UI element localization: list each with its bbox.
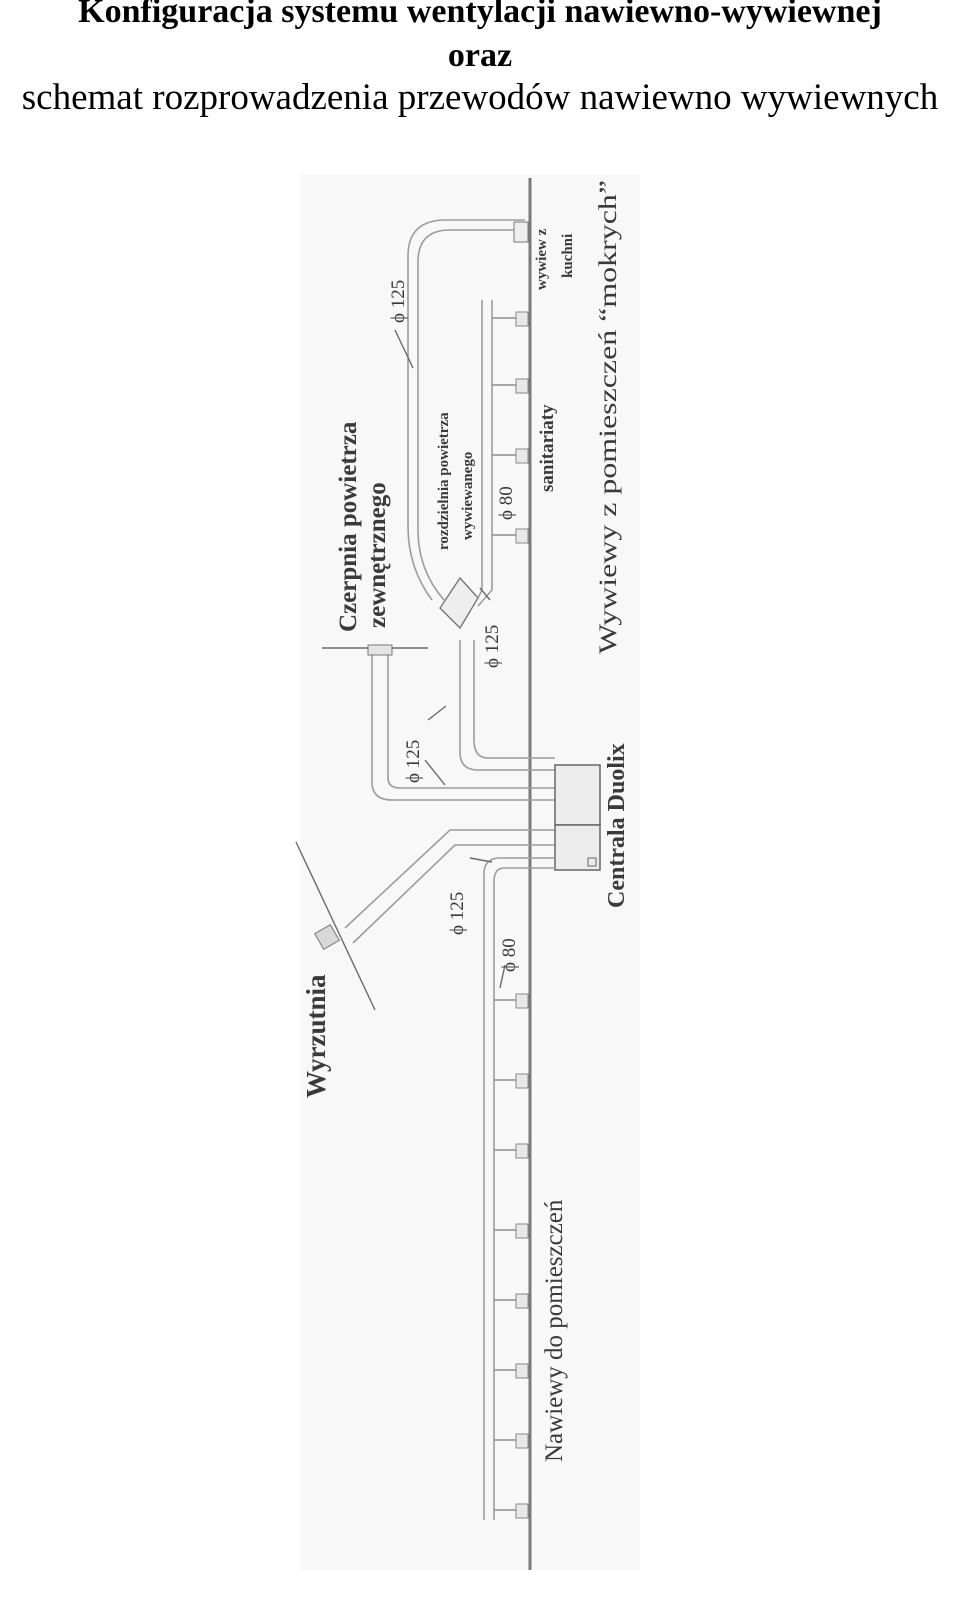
fresh-air-intake-duct (367, 644, 555, 801)
centrala-unit (554, 764, 601, 871)
title-line-2: oraz (447, 37, 513, 74)
label-rozdzielnia-2: wywiewanego (460, 452, 476, 540)
label-rozdzielnia-1: rozdzielnia powietrza (436, 412, 452, 550)
label-wyrzutnia: Wyrzutnia (301, 974, 331, 1098)
label-czerpnia-2: zewnętrznego (364, 482, 391, 628)
title-line-1: Konfiguracja systemu wentylacji nawiewno… (78, 0, 882, 30)
subtitle: schemat rozprowadzenia przewodów nawiewn… (21, 77, 939, 118)
dim-d80-exhaust: ϕ 80 (496, 486, 517, 520)
label-wywiew-kuchni-2: kuchni (560, 234, 576, 278)
extract-trunk-duct (459, 640, 555, 771)
label-nawiewy: Nawiewy do pomieszczeń (541, 1199, 568, 1462)
exhaust-outlet-duct (314, 829, 555, 950)
label-czerpnia-1: Czerpnia powietrza (335, 421, 362, 632)
label-wywiewy-mokrych: Wywiewy z pomieszczeń “mokrych” (595, 180, 622, 654)
exhaust-distributor (439, 576, 479, 630)
label-centrala: Centrala Duolix (604, 743, 630, 908)
label-sanitariaty: sanitariaty (537, 404, 558, 492)
supply-trunk-duct (483, 857, 555, 1520)
label-wywiew-kuchni-1: wywiew z (534, 228, 550, 290)
roof-line (295, 841, 376, 1011)
kitchen-exhaust-duct (407, 219, 529, 601)
dim-d125-supply: ϕ 125 (482, 625, 503, 668)
dim-d125-mid: ϕ 125 (403, 740, 424, 783)
dim-d125-top: ϕ 125 (388, 280, 409, 323)
figure-background (300, 175, 640, 1570)
exhaust-cap-icon (314, 924, 340, 950)
dim-d80-supply: ϕ 80 (499, 938, 520, 972)
wet-room-exhaust-manifold (477, 300, 529, 607)
dim-d125-low: ϕ 125 (447, 892, 468, 935)
